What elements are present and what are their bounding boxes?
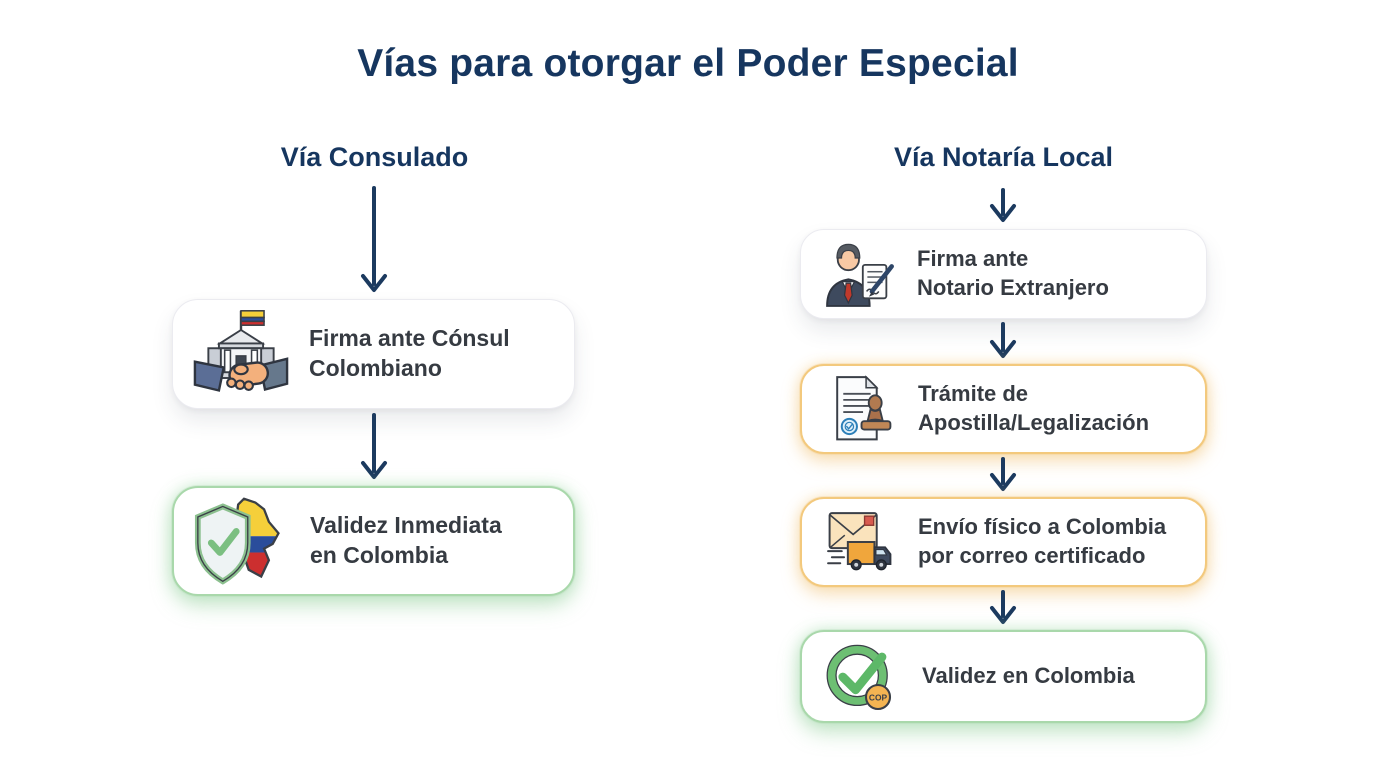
step-card-validez-inmediata: Validez Inmediata en Colombia — [172, 486, 575, 596]
step-card-firma-consul: Firma ante Cónsul Colombiano — [172, 299, 575, 409]
mail-truck-icon — [822, 504, 898, 580]
flow-arrow-icon — [990, 188, 1016, 222]
step-label: Firma ante Cónsul Colombiano — [309, 325, 510, 381]
apostille-document-stamp-icon — [822, 371, 898, 447]
flow-arrow-icon — [361, 186, 387, 292]
step-label: Envío físico a Colombia por correo certi… — [918, 514, 1167, 568]
flow-arrow-icon — [990, 590, 1016, 624]
flow-arrow-icon — [990, 457, 1016, 491]
step-label: Validez Inmediata en Colombia — [310, 512, 502, 568]
step-card-validez-colombia: COP Validez en Colombia — [800, 630, 1207, 723]
step-card-firma-notario: Firma ante Notario Extranjero — [800, 229, 1207, 319]
consulate-handshake-icon — [193, 306, 289, 402]
step-label: Validez en Colombia — [922, 663, 1135, 689]
flow-arrow-icon — [361, 413, 387, 479]
flow-arrow-icon — [990, 322, 1016, 358]
step-card-envio-fisico: Envío físico a Colombia por correo certi… — [800, 497, 1207, 587]
step-card-apostilla: Trámite de Apostilla/Legalización — [800, 364, 1207, 454]
column-header-notaria: Vía Notaría Local — [893, 142, 1114, 172]
step-label: Firma ante Notario Extranjero — [917, 246, 1109, 300]
column-header-consulado: Vía Consulado — [280, 142, 469, 172]
check-cop-coin-icon: COP — [822, 637, 902, 717]
notary-signing-icon — [821, 236, 897, 312]
cop-coin-label: COP — [869, 692, 888, 702]
shield-check-colombia-map-icon — [194, 493, 290, 589]
page-title: Vías para otorgar el Poder Especial — [357, 42, 1019, 85]
step-label: Trámite de Apostilla/Legalización — [918, 381, 1150, 435]
